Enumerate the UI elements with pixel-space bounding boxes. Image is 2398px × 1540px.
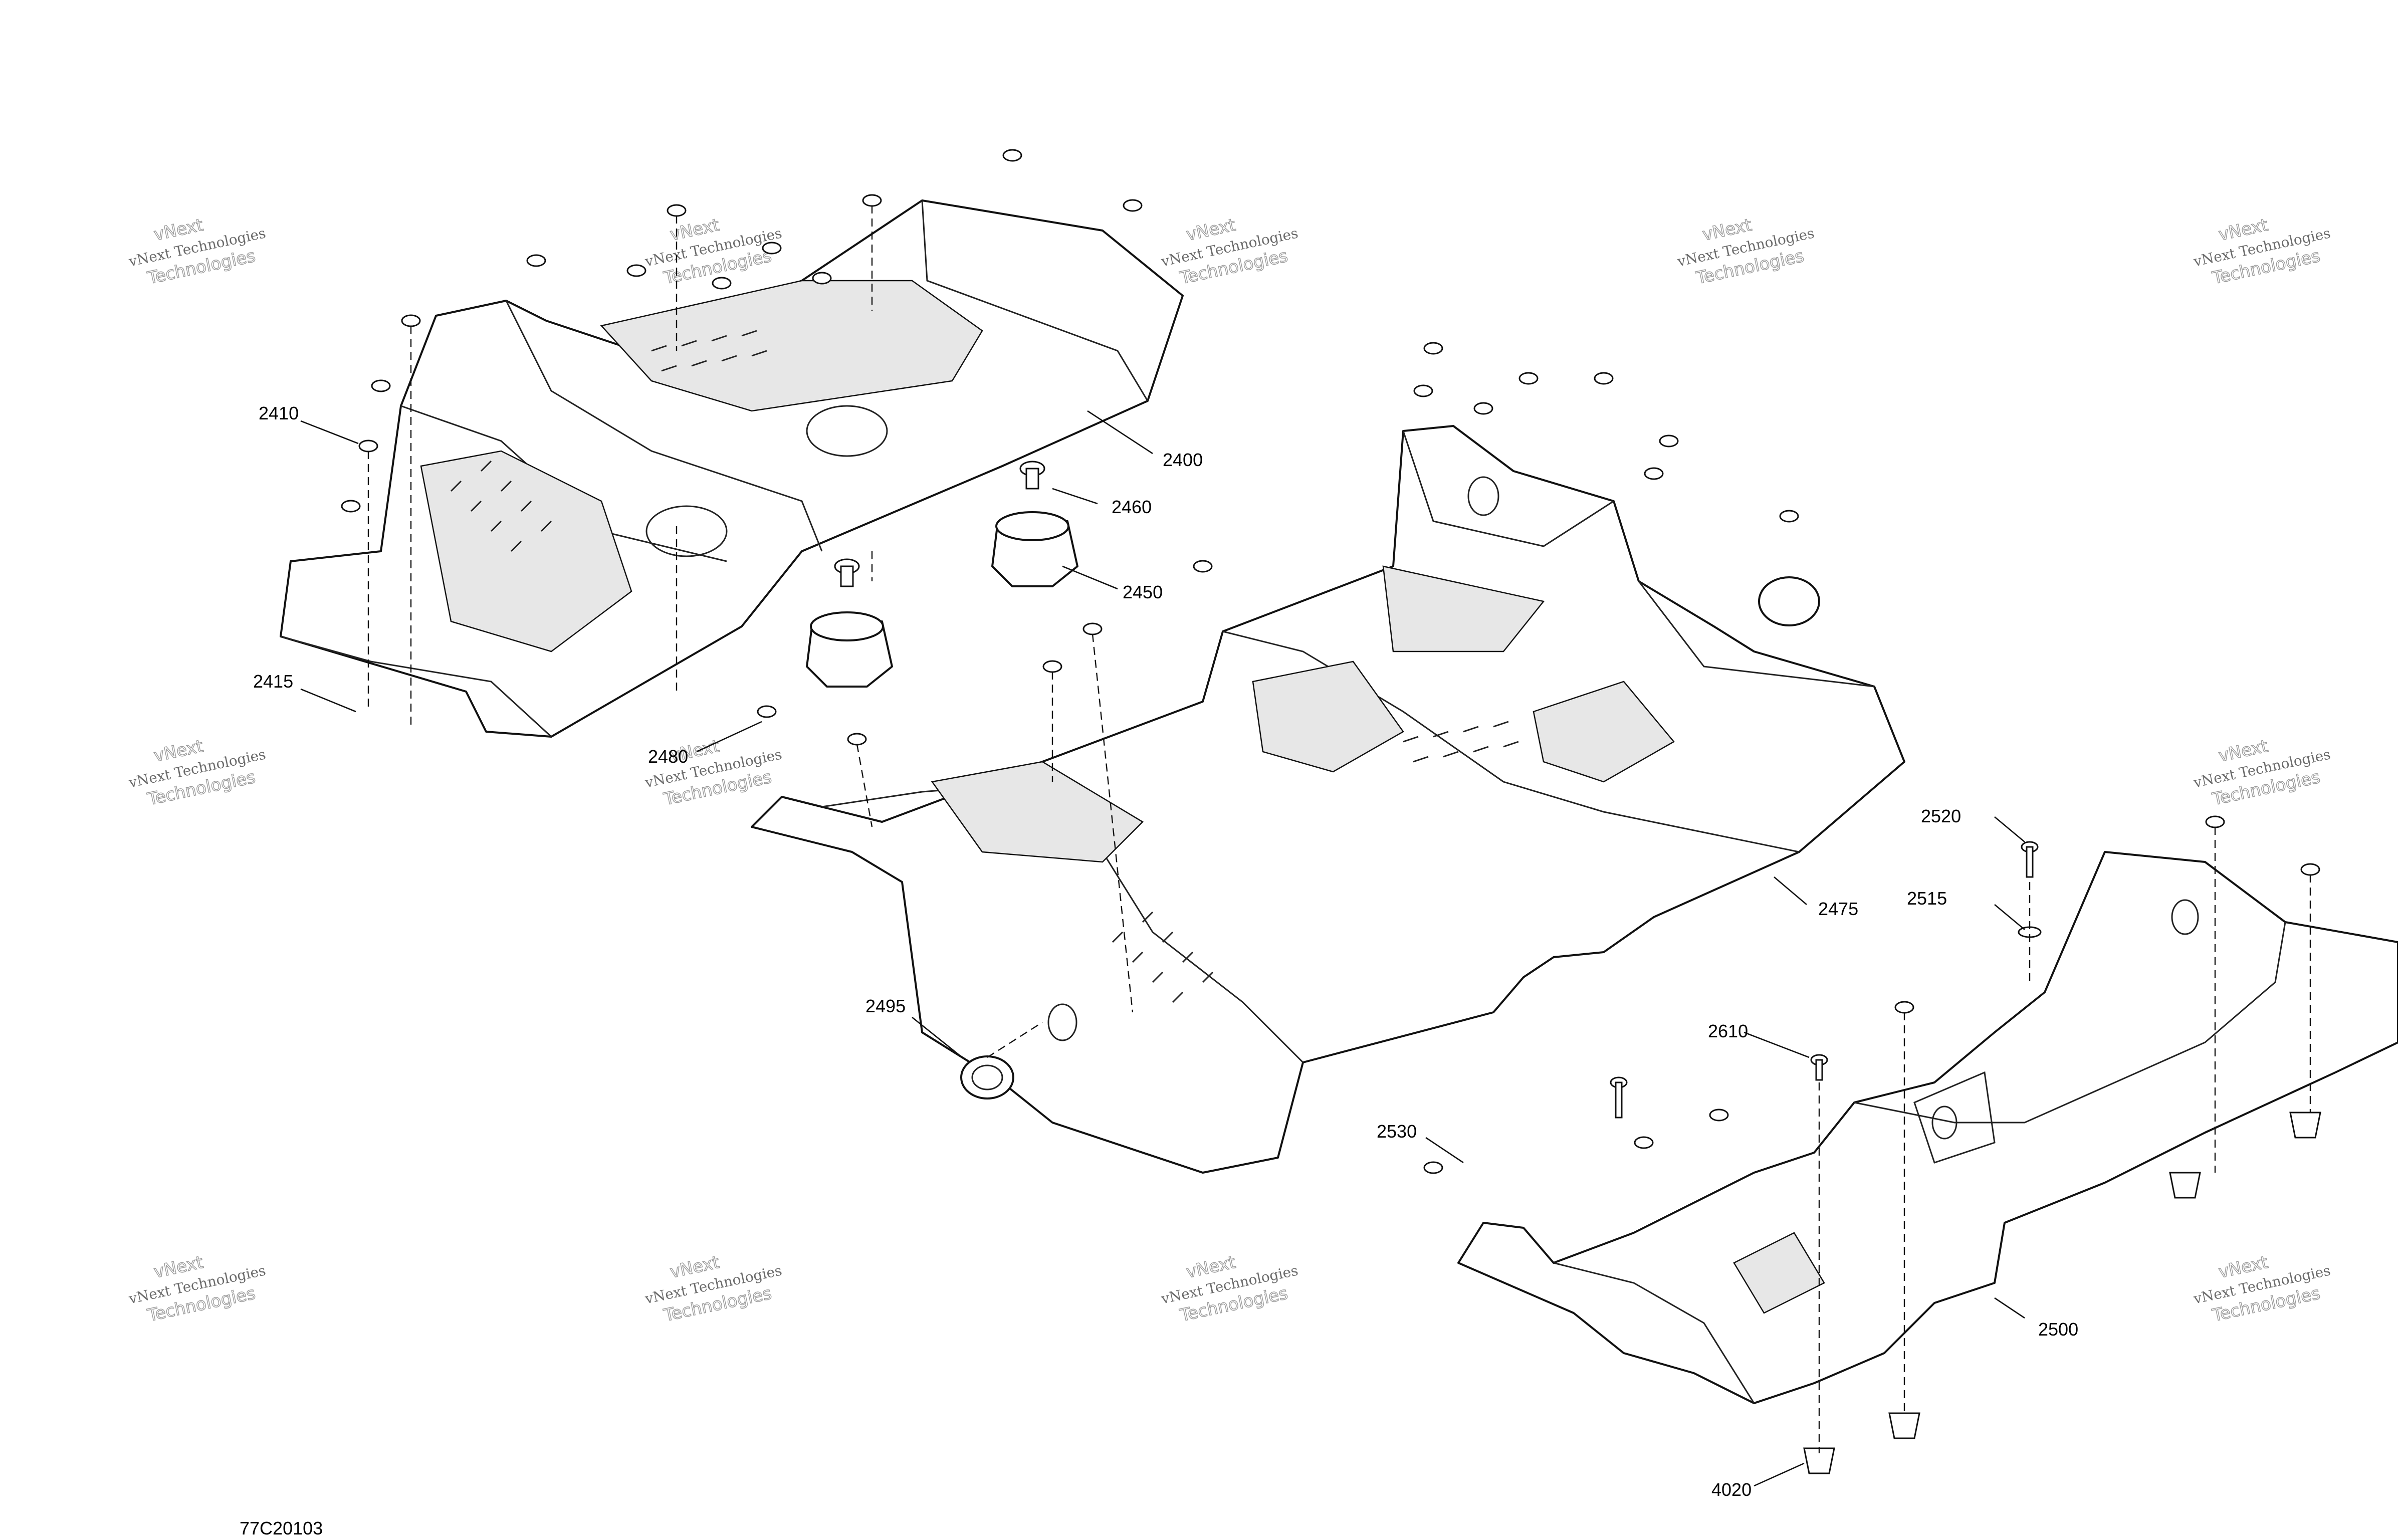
watermark-11: vNext vNext Technologies Technologies <box>127 1252 267 1326</box>
floor-panel-lower-right <box>1457 851 2398 1404</box>
plug-2460-upper <box>1019 461 1045 490</box>
floor-panel-center <box>751 425 1905 1174</box>
clip-4020-group <box>1803 1112 2321 1474</box>
watermark-5: vNext vNext Technologies Technologies <box>2192 214 2332 289</box>
center-bolt <box>1610 1076 1628 1119</box>
floor-panel-upper-left <box>280 199 1184 738</box>
callout-labels: 2400 2410 2415 2450 2460 2475 2480 2495 … <box>253 403 2078 1500</box>
watermark-15: vNext vNext Technologies Technologies <box>2192 1252 2332 1326</box>
watermark-12: vNext vNext Technologies Technologies <box>643 1252 783 1326</box>
drawing-number: 77C20103 <box>240 1518 323 1538</box>
floor-panel-center-slots <box>1112 721 1519 1003</box>
watermark-7: vNext vNext Technologies Technologies <box>643 736 783 810</box>
grommet-2495 <box>960 1055 1014 1099</box>
callout-2500: 2500 <box>2038 1319 2078 1340</box>
callout-2400: 2400 <box>1163 450 1203 470</box>
plug-2460-lower <box>834 558 860 587</box>
callout-2460: 2460 <box>1112 497 1152 517</box>
watermark-6: vNext vNext Technologies Technologies <box>127 736 267 810</box>
callout-2450: 2450 <box>1123 582 1163 602</box>
callout-2610: 2610 <box>1708 1021 1748 1041</box>
assembly-lines <box>367 205 2311 1453</box>
screw-2610 <box>1810 1054 1828 1081</box>
watermark-4: vNext vNext Technologies Technologies <box>1675 214 1816 289</box>
callout-2520: 2520 <box>1921 806 1961 826</box>
watermark-3: vNext vNext Technologies Technologies <box>1159 214 1299 289</box>
callout-2480: 2480 <box>648 746 688 767</box>
callout-2530: 2530 <box>1377 1121 1417 1142</box>
callout-2475: 2475 <box>1818 899 1858 919</box>
rivets <box>341 149 2320 1174</box>
floor-panel-upper-left-slots <box>450 330 767 552</box>
bolt-2520 <box>2021 841 2039 878</box>
watermark-13: vNext vNext Technologies Technologies <box>1159 1252 1299 1326</box>
callout-2495: 2495 <box>865 996 906 1016</box>
cap-upper-right <box>1758 576 1820 626</box>
callout-4020: 4020 <box>1711 1479 1752 1500</box>
cup-holder-2450-lower <box>806 611 893 688</box>
watermark-10: vNext vNext Technologies Technologies <box>2192 736 2332 810</box>
callout-2515: 2515 <box>1907 888 1947 909</box>
cup-holder-2450-upper <box>991 511 1078 587</box>
callout-2415: 2415 <box>253 671 293 692</box>
watermark-1: vNext vNext Technologies Technologies <box>127 214 267 289</box>
callout-2410: 2410 <box>259 403 299 423</box>
leader-lines <box>300 410 2025 1487</box>
